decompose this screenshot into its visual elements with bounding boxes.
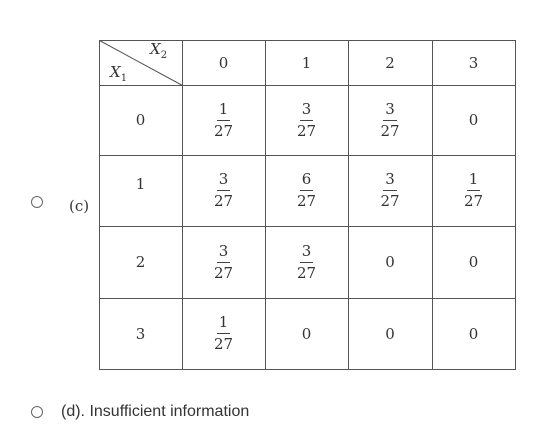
table-cell: 0 xyxy=(301,324,312,343)
column-header-3: 3 xyxy=(468,53,479,72)
row-header-0: 0 xyxy=(135,111,146,129)
row-header-3: 3 xyxy=(135,324,146,343)
option-d-radio[interactable] xyxy=(31,406,43,418)
table-cell: 0 xyxy=(468,253,479,271)
table-cell: 0 xyxy=(385,253,395,271)
column-header-0: 0 xyxy=(218,53,229,72)
row-variable-label: X1 xyxy=(110,63,128,84)
table-cell: 0 xyxy=(385,324,395,343)
column-header-2: 2 xyxy=(385,53,395,72)
option-c-label: (c) xyxy=(69,197,90,215)
column-variable-label: X2 xyxy=(150,40,168,61)
table-cell: 0 xyxy=(468,111,479,129)
row-header-2: 2 xyxy=(135,253,146,271)
option-c-radio[interactable] xyxy=(31,196,43,208)
option-d-label[interactable]: (d). Insufficient information xyxy=(61,403,250,420)
column-header-1: 1 xyxy=(301,53,312,72)
row-header-1: 1 xyxy=(135,174,146,193)
table-cell: 0 xyxy=(468,324,479,343)
